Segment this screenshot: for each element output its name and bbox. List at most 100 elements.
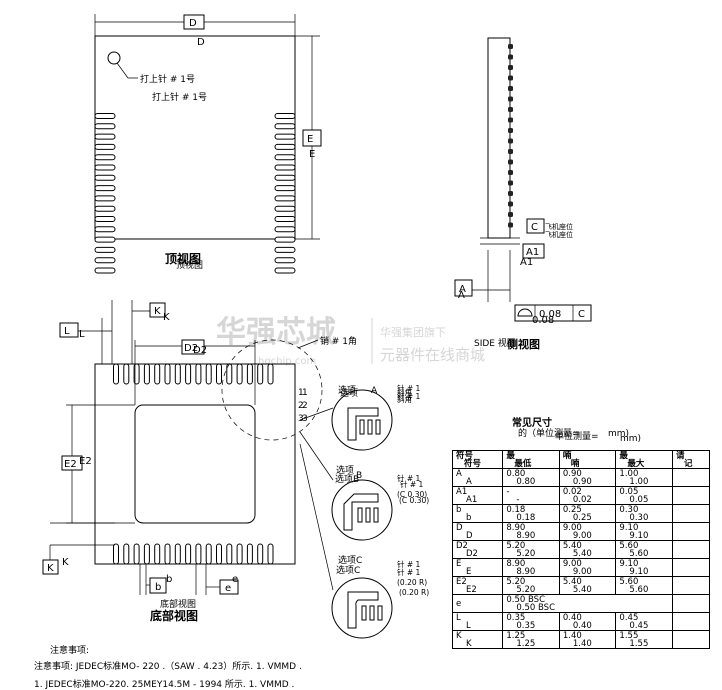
pin-top bbox=[113, 363, 119, 385]
table-cell-sym-ghost: E2 bbox=[466, 584, 477, 595]
side-a-label: A bbox=[458, 290, 465, 301]
side-pin bbox=[508, 149, 513, 154]
pin-top bbox=[143, 363, 150, 385]
table-cell-nom-value: 0.40 bbox=[562, 612, 582, 623]
table-cell-max-value: 0.45 bbox=[619, 612, 639, 623]
table-cell-max-value: 0.30 bbox=[619, 504, 639, 515]
table-cell-nom-value: 1.40 bbox=[562, 630, 582, 641]
pin-num-1-ghost: 1 bbox=[302, 388, 308, 398]
table-cell-max-ghost: 9.10 bbox=[629, 566, 649, 577]
side-pin bbox=[508, 212, 513, 217]
pin-right bbox=[274, 123, 296, 130]
table-cell-nom-ghost: 9.00 bbox=[572, 530, 592, 541]
table-cell-min-ghost: 8.90 bbox=[516, 566, 536, 577]
table-cell-note bbox=[671, 612, 711, 631]
table-cell-sym-value: D2 bbox=[456, 540, 468, 551]
pin-left bbox=[94, 195, 116, 202]
pin-left bbox=[94, 113, 116, 119]
table-subtitle-ghost: 单位测量= bbox=[555, 430, 599, 442]
pin-right bbox=[274, 195, 296, 202]
pin-bottom bbox=[133, 543, 140, 565]
pin-top bbox=[185, 363, 192, 385]
notes: 注意事项: 注意事项: JEDEC标准MO- 220 .（SAW . 4.23）… bbox=[34, 644, 302, 690]
bottom-dim-e2: E2 bbox=[64, 459, 77, 470]
bottom-b-label: b bbox=[166, 574, 172, 585]
table-cell-max-ghost: 1.55 bbox=[629, 638, 649, 649]
option-c-pin-ghost: 针 # 1 bbox=[397, 567, 421, 577]
pin-right bbox=[274, 143, 296, 150]
watermark-right-bottom: 元器件在线商城 bbox=[380, 346, 485, 364]
table-cell-sym: e bbox=[451, 594, 504, 613]
pin1-detail-circle bbox=[221, 339, 323, 441]
table-cell-note bbox=[671, 594, 711, 613]
table-unit: mm) bbox=[608, 429, 629, 439]
option-a-shape: 斜角 bbox=[397, 387, 412, 397]
pin-right bbox=[274, 226, 296, 233]
table-cell-max-value: 5.60 bbox=[619, 540, 639, 551]
table-cell-nom-value: 5.40 bbox=[562, 576, 582, 587]
pin-bottom bbox=[113, 543, 119, 565]
watermark: 华强芯城 hqchip.com 华强集团旗下 元器件在线商城 bbox=[216, 315, 485, 367]
option-b-circle bbox=[331, 479, 393, 541]
option-c-circle bbox=[331, 577, 393, 639]
table-header-min-label: 最 bbox=[506, 450, 515, 461]
table-cell-nom-ghost: 0.90 bbox=[572, 476, 592, 487]
top-pin1-label-ghost: 打上针 # 1号 bbox=[152, 91, 207, 103]
table-cell-max-ghost: 0.05 bbox=[629, 494, 649, 505]
pin-num-2-ghost: 2 bbox=[302, 401, 308, 411]
table-cell-sym-ghost: L bbox=[466, 620, 471, 631]
table-cell-max-value: 0.05 bbox=[619, 486, 639, 497]
pin-right bbox=[274, 267, 296, 274]
bottom-k2-label: K bbox=[62, 557, 69, 568]
side-view-title: 侧视图 bbox=[507, 337, 540, 351]
pin-bottom bbox=[154, 543, 161, 565]
table-cell-min-ghost: 0.35 bbox=[516, 620, 536, 631]
table-cell-nom-ghost: 9.00 bbox=[572, 566, 592, 577]
pin-left bbox=[94, 164, 116, 171]
option-a-shape-ghost: 斜角 bbox=[397, 394, 412, 404]
pin-top bbox=[154, 363, 161, 385]
notes-line2: 1. JEDEC标准MO-220. 25MEY14.5M - 1994 所示. … bbox=[34, 678, 294, 690]
pin-top bbox=[236, 363, 243, 385]
table-cell-min-ghost: 8.90 bbox=[516, 530, 536, 541]
table-cell-note bbox=[671, 468, 711, 487]
table-cell-min-ghost: 5.20 bbox=[516, 548, 536, 559]
watermark-sub: hqchip.com bbox=[258, 356, 316, 367]
table-header-min-ghost: 最低 bbox=[514, 458, 532, 469]
pin-bottom bbox=[236, 543, 243, 565]
table-cell-nom-ghost: 5.40 bbox=[572, 584, 592, 595]
table-cell-sym-value: b bbox=[456, 504, 462, 515]
table-cell-note bbox=[671, 540, 711, 559]
table-cell-nom-ghost: 0.40 bbox=[572, 620, 592, 631]
table-cell-nom-ghost: 0.02 bbox=[572, 494, 592, 505]
bottom-view: 销 # 1角 1 2 3 1 2 3 K K L L D2 D2 E2 E2 bbox=[42, 113, 357, 623]
table-cell-min-ghost: 1.25 bbox=[516, 638, 536, 649]
pin-left bbox=[94, 185, 116, 192]
pin-left bbox=[94, 257, 116, 264]
table-cell-sym-value: E2 bbox=[456, 576, 467, 587]
table-cell-sym-ghost: A1 bbox=[466, 494, 478, 505]
table-cell-note bbox=[671, 630, 711, 649]
pin-num-3: 3 bbox=[298, 414, 304, 424]
side-pin bbox=[508, 201, 513, 207]
table-header-nom: 喃喃 bbox=[558, 450, 617, 469]
table-cell-nom-value: 0.25 bbox=[562, 504, 582, 515]
pin-left bbox=[94, 133, 116, 140]
